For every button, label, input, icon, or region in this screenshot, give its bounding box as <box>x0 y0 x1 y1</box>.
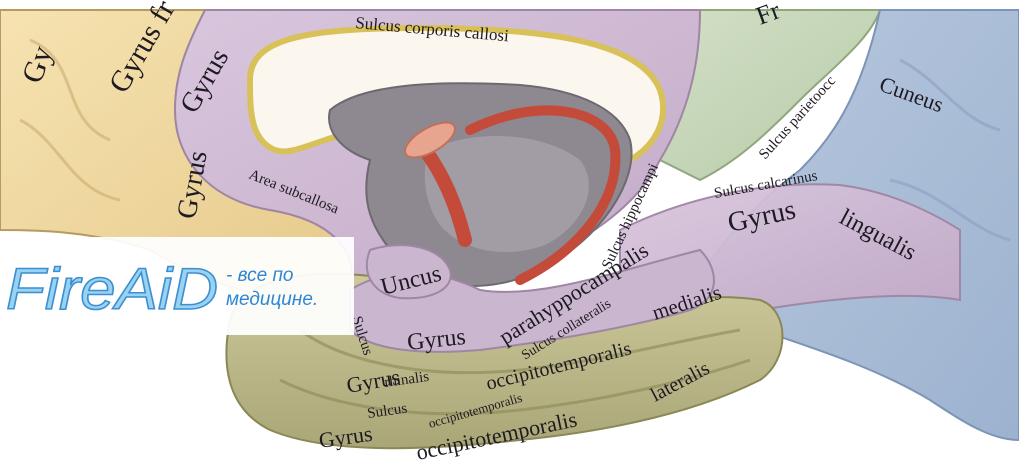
fireaid-logo: FireAiD <box>0 237 226 335</box>
watermark-tagline-line2: медицине. <box>226 289 318 311</box>
fireaid-brand-text: FireAiD <box>6 257 218 322</box>
fireaid-watermark: FireAiD - все по медицине. <box>0 237 354 335</box>
watermark-tagline-line1: - все по <box>226 265 293 287</box>
